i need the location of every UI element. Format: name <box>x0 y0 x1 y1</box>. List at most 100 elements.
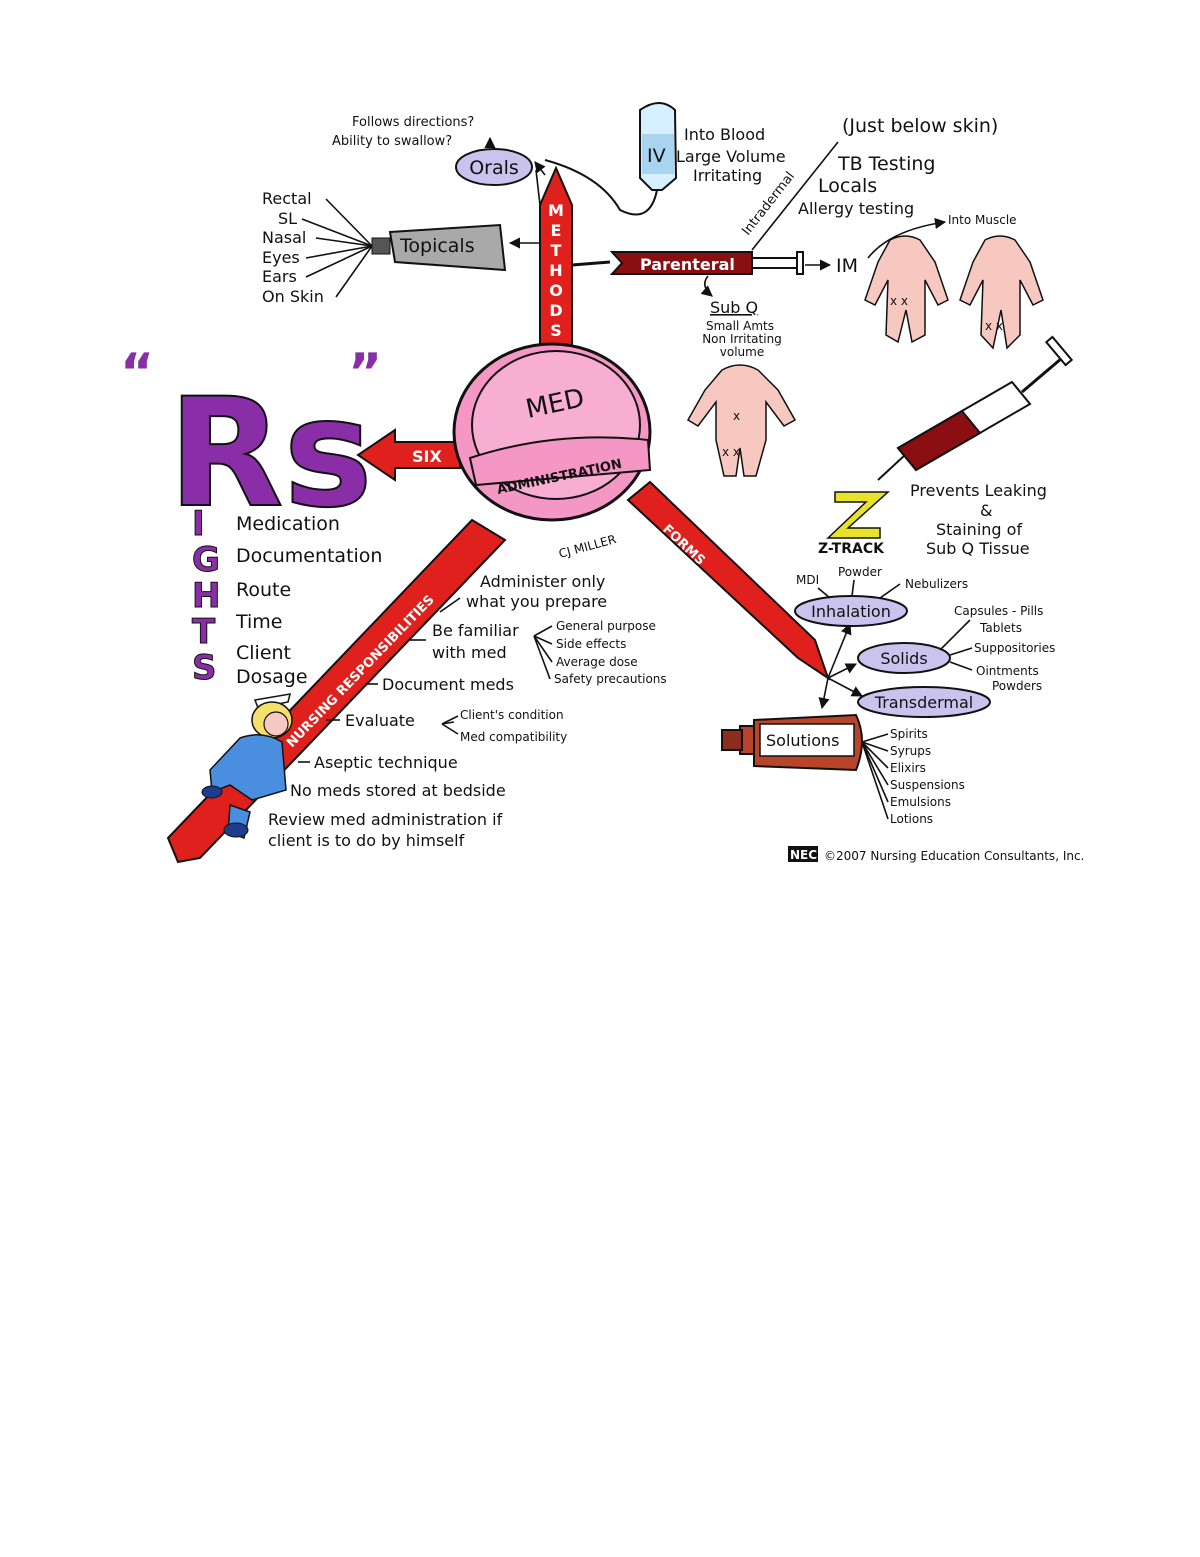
solution-item: Lotions <box>890 812 933 826</box>
rs-title: Rs <box>168 367 373 541</box>
copyright-text: ©2007 Nursing Education Consultants, Inc… <box>824 849 1084 863</box>
no-meds-at-bedside: No meds stored at bedside <box>290 781 506 800</box>
familiar-item: General purpose <box>556 619 656 633</box>
solution-connector <box>861 741 889 769</box>
rights-item: Route <box>236 579 291 601</box>
topical-site: Rectal <box>262 189 312 208</box>
copyright: NEC ©2007 Nursing Education Consultants,… <box>788 846 1084 863</box>
evaluate-label: Evaluate <box>345 711 415 730</box>
solids-item-4: Powders <box>992 679 1042 693</box>
parenteral-group: Parenteral IM Into Muscle Intradermal (J… <box>571 115 1017 359</box>
review-line-1: client is to do by himself <box>268 831 465 850</box>
ights-letter: S <box>192 648 217 688</box>
transdermal-label: Transdermal <box>874 693 973 712</box>
iv-note-2: Irritating <box>693 166 762 185</box>
methods-letter: D <box>549 301 562 320</box>
solutions-items: SpiritsSyrupsElixirsSuspensionsEmulsions… <box>861 727 965 826</box>
open-quote: “ <box>120 343 154 403</box>
ights-letter: T <box>192 612 216 652</box>
med-pill: MED ADMINISTRATION <box>452 342 652 522</box>
evaluate-item-0: Client's condition <box>460 708 564 722</box>
methods-letter: S <box>550 321 562 340</box>
methods-letter: E <box>551 221 562 240</box>
inhalation-item-2: Nebulizers <box>905 577 968 591</box>
signature: CJ MILLER <box>557 532 618 561</box>
solids-label: Solids <box>880 649 927 668</box>
evaluate-item-1: Med compatibility <box>460 730 567 744</box>
solution-item: Suspensions <box>890 778 965 792</box>
iv-note-0: Into Blood <box>684 125 765 144</box>
solids-item-2: Suppositories <box>974 641 1055 655</box>
familiar-connector <box>533 625 553 637</box>
z-track-syringe: Z-TRACK Prevents Leaking & Staining of S… <box>818 335 1074 558</box>
injection-mark: x x <box>985 319 1003 333</box>
six-label: SIX <box>412 447 442 466</box>
iv-label: IV <box>647 145 666 167</box>
solutions-label: Solutions <box>766 731 840 750</box>
z-track-note-3: Sub Q Tissue <box>926 539 1030 558</box>
solution-connector <box>861 733 889 743</box>
topical-site-connector <box>305 245 373 259</box>
injection-mark: x <box>733 409 740 423</box>
subq-note-2: volume <box>720 345 764 359</box>
topical-site: On Skin <box>262 287 324 306</box>
ights-letter: H <box>192 576 220 616</box>
solution-connector <box>861 741 889 803</box>
rights-item: Documentation <box>236 545 382 567</box>
z-track-note-0: Prevents Leaking <box>910 481 1047 500</box>
solution-item: Syrups <box>890 744 931 758</box>
solids-item-3: Ointments <box>976 664 1039 678</box>
forms-group: Inhalation MDI Powder Nebulizers Solids … <box>721 565 1055 826</box>
im-label: IM <box>836 255 858 277</box>
injection-mark: x x <box>722 445 740 459</box>
familiar-line-0: Be familiar <box>432 621 519 640</box>
solids-item-0: Capsules - Pills <box>954 604 1043 618</box>
inhalation-item-0: MDI <box>796 573 819 587</box>
nec-logo: NEC <box>790 848 817 862</box>
solution-item: Emulsions <box>890 795 951 809</box>
intradermal-note-3: Allergy testing <box>798 199 914 218</box>
six-arrow: SIX <box>356 428 461 482</box>
topical-site-connector <box>325 198 373 247</box>
solution-item: Spirits <box>890 727 928 741</box>
familiar-connector <box>533 635 553 645</box>
solution-connector <box>861 741 889 752</box>
inhalation-item-1: Powder <box>838 565 882 579</box>
intradermal-note-1: TB Testing <box>837 153 935 175</box>
z-track-label: Z-TRACK <box>818 541 885 557</box>
ights-letter: G <box>192 540 220 580</box>
body-figure-im-back: x x <box>864 235 949 344</box>
orals-note-1: Ability to swallow? <box>332 134 452 149</box>
parenteral-label: Parenteral <box>640 255 735 274</box>
orals-note-0: Follows directions? <box>352 115 474 130</box>
rights-item: Client <box>236 642 291 664</box>
solution-item: Elixirs <box>890 761 926 775</box>
solids-item-1: Tablets <box>979 621 1022 635</box>
administer-line-1: what you prepare <box>466 592 607 611</box>
iv-note-1: Large Volume <box>676 147 786 166</box>
rights-list: MedicationDocumentationRouteTimeClientDo… <box>235 513 382 688</box>
topicals-label: Topicals <box>399 235 475 257</box>
document-meds: Document meds <box>382 675 514 694</box>
familiar-item: Average dose <box>556 655 638 669</box>
topical-site-connector <box>335 245 373 298</box>
familiar-item: Safety precautions <box>554 672 667 686</box>
familiar-connector <box>533 635 553 663</box>
z-track-note-1: & <box>980 501 992 520</box>
injection-mark: x x <box>890 294 908 308</box>
orals-label: Orals <box>469 157 519 179</box>
close-quote: ” <box>348 343 382 403</box>
body-figure-subq: x x x <box>686 364 797 477</box>
aseptic-technique: Aseptic technique <box>314 753 458 772</box>
inhalation-label: Inhalation <box>811 602 891 621</box>
topical-site: Eyes <box>262 248 300 267</box>
rights-item: Time <box>235 611 283 633</box>
subq-note-0: Small Amts <box>706 319 774 333</box>
methods-letter: T <box>551 241 562 260</box>
orals-group: Orals Follows directions? Ability to swa… <box>332 115 546 206</box>
